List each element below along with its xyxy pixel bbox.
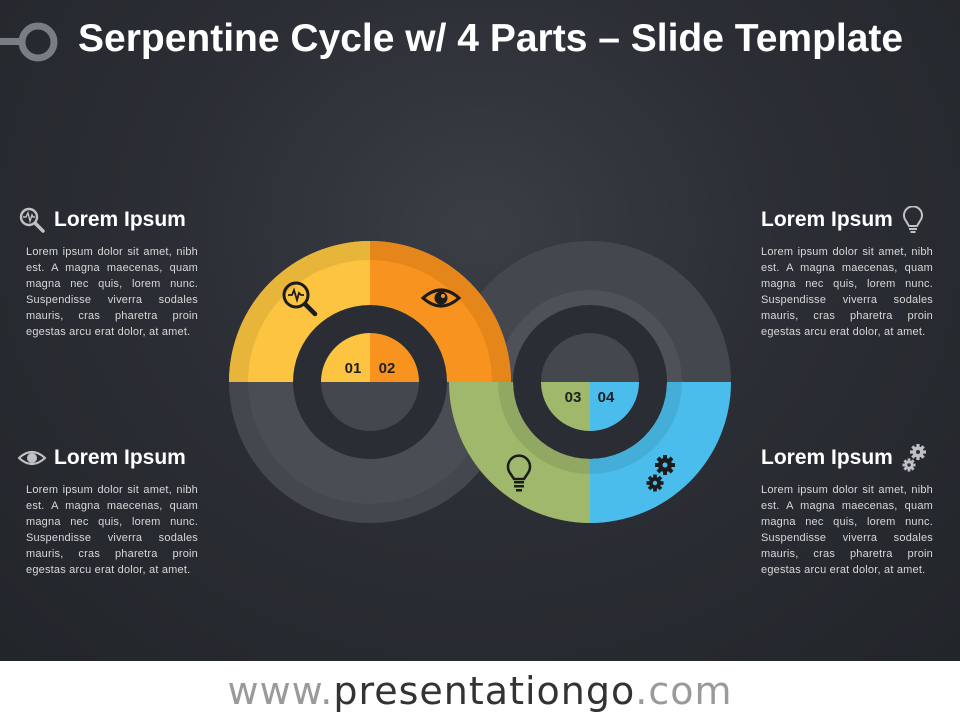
- segment-01[interactable]: [229, 241, 370, 382]
- center-01: [321, 333, 370, 382]
- center-04: [590, 382, 639, 431]
- section-heading: Lorem Ipsum: [761, 208, 893, 231]
- lightbulb-icon: [902, 206, 923, 233]
- footer-suffix: .com: [635, 668, 733, 713]
- text-block-bottom-left: Lorem Ipsum Lorem ipsum dolor sit amet, …: [18, 444, 198, 578]
- number-02: 02: [379, 360, 396, 377]
- section-body: Lorem ipsum dolor sit amet, nibh est. A …: [761, 484, 933, 576]
- number-03: 03: [565, 389, 582, 406]
- eye-icon: [18, 450, 46, 466]
- footer-brand[interactable]: presentationgo: [333, 668, 636, 713]
- lightbulb-icon: [506, 454, 532, 492]
- section-body: Lorem ipsum dolor sit amet, nibh est. A …: [26, 484, 198, 576]
- segment-04-shade: [590, 382, 682, 474]
- magnifier-pulse-icon: [19, 207, 45, 233]
- section-heading: Lorem Ipsum: [54, 208, 186, 231]
- text-block-bottom-right: Lorem Ipsum: [761, 444, 939, 578]
- center-02: [370, 333, 419, 382]
- eye-icon: [420, 288, 462, 308]
- decorative-ring-icon: [0, 22, 58, 62]
- segment-02-shade: [370, 241, 511, 382]
- text-block-top-left: Lorem Ipsum Lorem ipsum dolor sit amet, …: [18, 206, 198, 340]
- slide-title: Serpentine Cycle w/ 4 Parts – Slide Temp…: [78, 17, 904, 60]
- number-01: 01: [345, 360, 362, 377]
- segment-02[interactable]: [370, 241, 511, 382]
- text-block-top-right: Lorem Ipsum Lorem ipsum dolor sit amet, …: [761, 206, 939, 340]
- center-03: [541, 382, 590, 431]
- section-heading: Lorem Ipsum: [54, 446, 186, 469]
- slide: Serpentine Cycle w/ 4 Parts – Slide Temp…: [0, 0, 960, 661]
- section-heading: Lorem Ipsum: [761, 446, 893, 469]
- serpentine-diagram: 01 02 03 04: [229, 241, 731, 523]
- number-04: 04: [598, 389, 615, 406]
- magnifier-pulse-icon: [282, 281, 318, 317]
- segment-04[interactable]: [590, 382, 731, 523]
- section-body: Lorem ipsum dolor sit amet, nibh est. A …: [761, 246, 933, 338]
- segment-03[interactable]: [449, 382, 590, 523]
- footer: www.presentationgo.com: [0, 661, 960, 720]
- footer-prefix: www.: [227, 668, 334, 713]
- gears-icon: [646, 455, 675, 492]
- segment-03-shade: [498, 382, 590, 474]
- gears-icon: [902, 444, 926, 472]
- section-body: Lorem ipsum dolor sit amet, nibh est. A …: [26, 246, 198, 338]
- segment-01-shade: [229, 241, 370, 382]
